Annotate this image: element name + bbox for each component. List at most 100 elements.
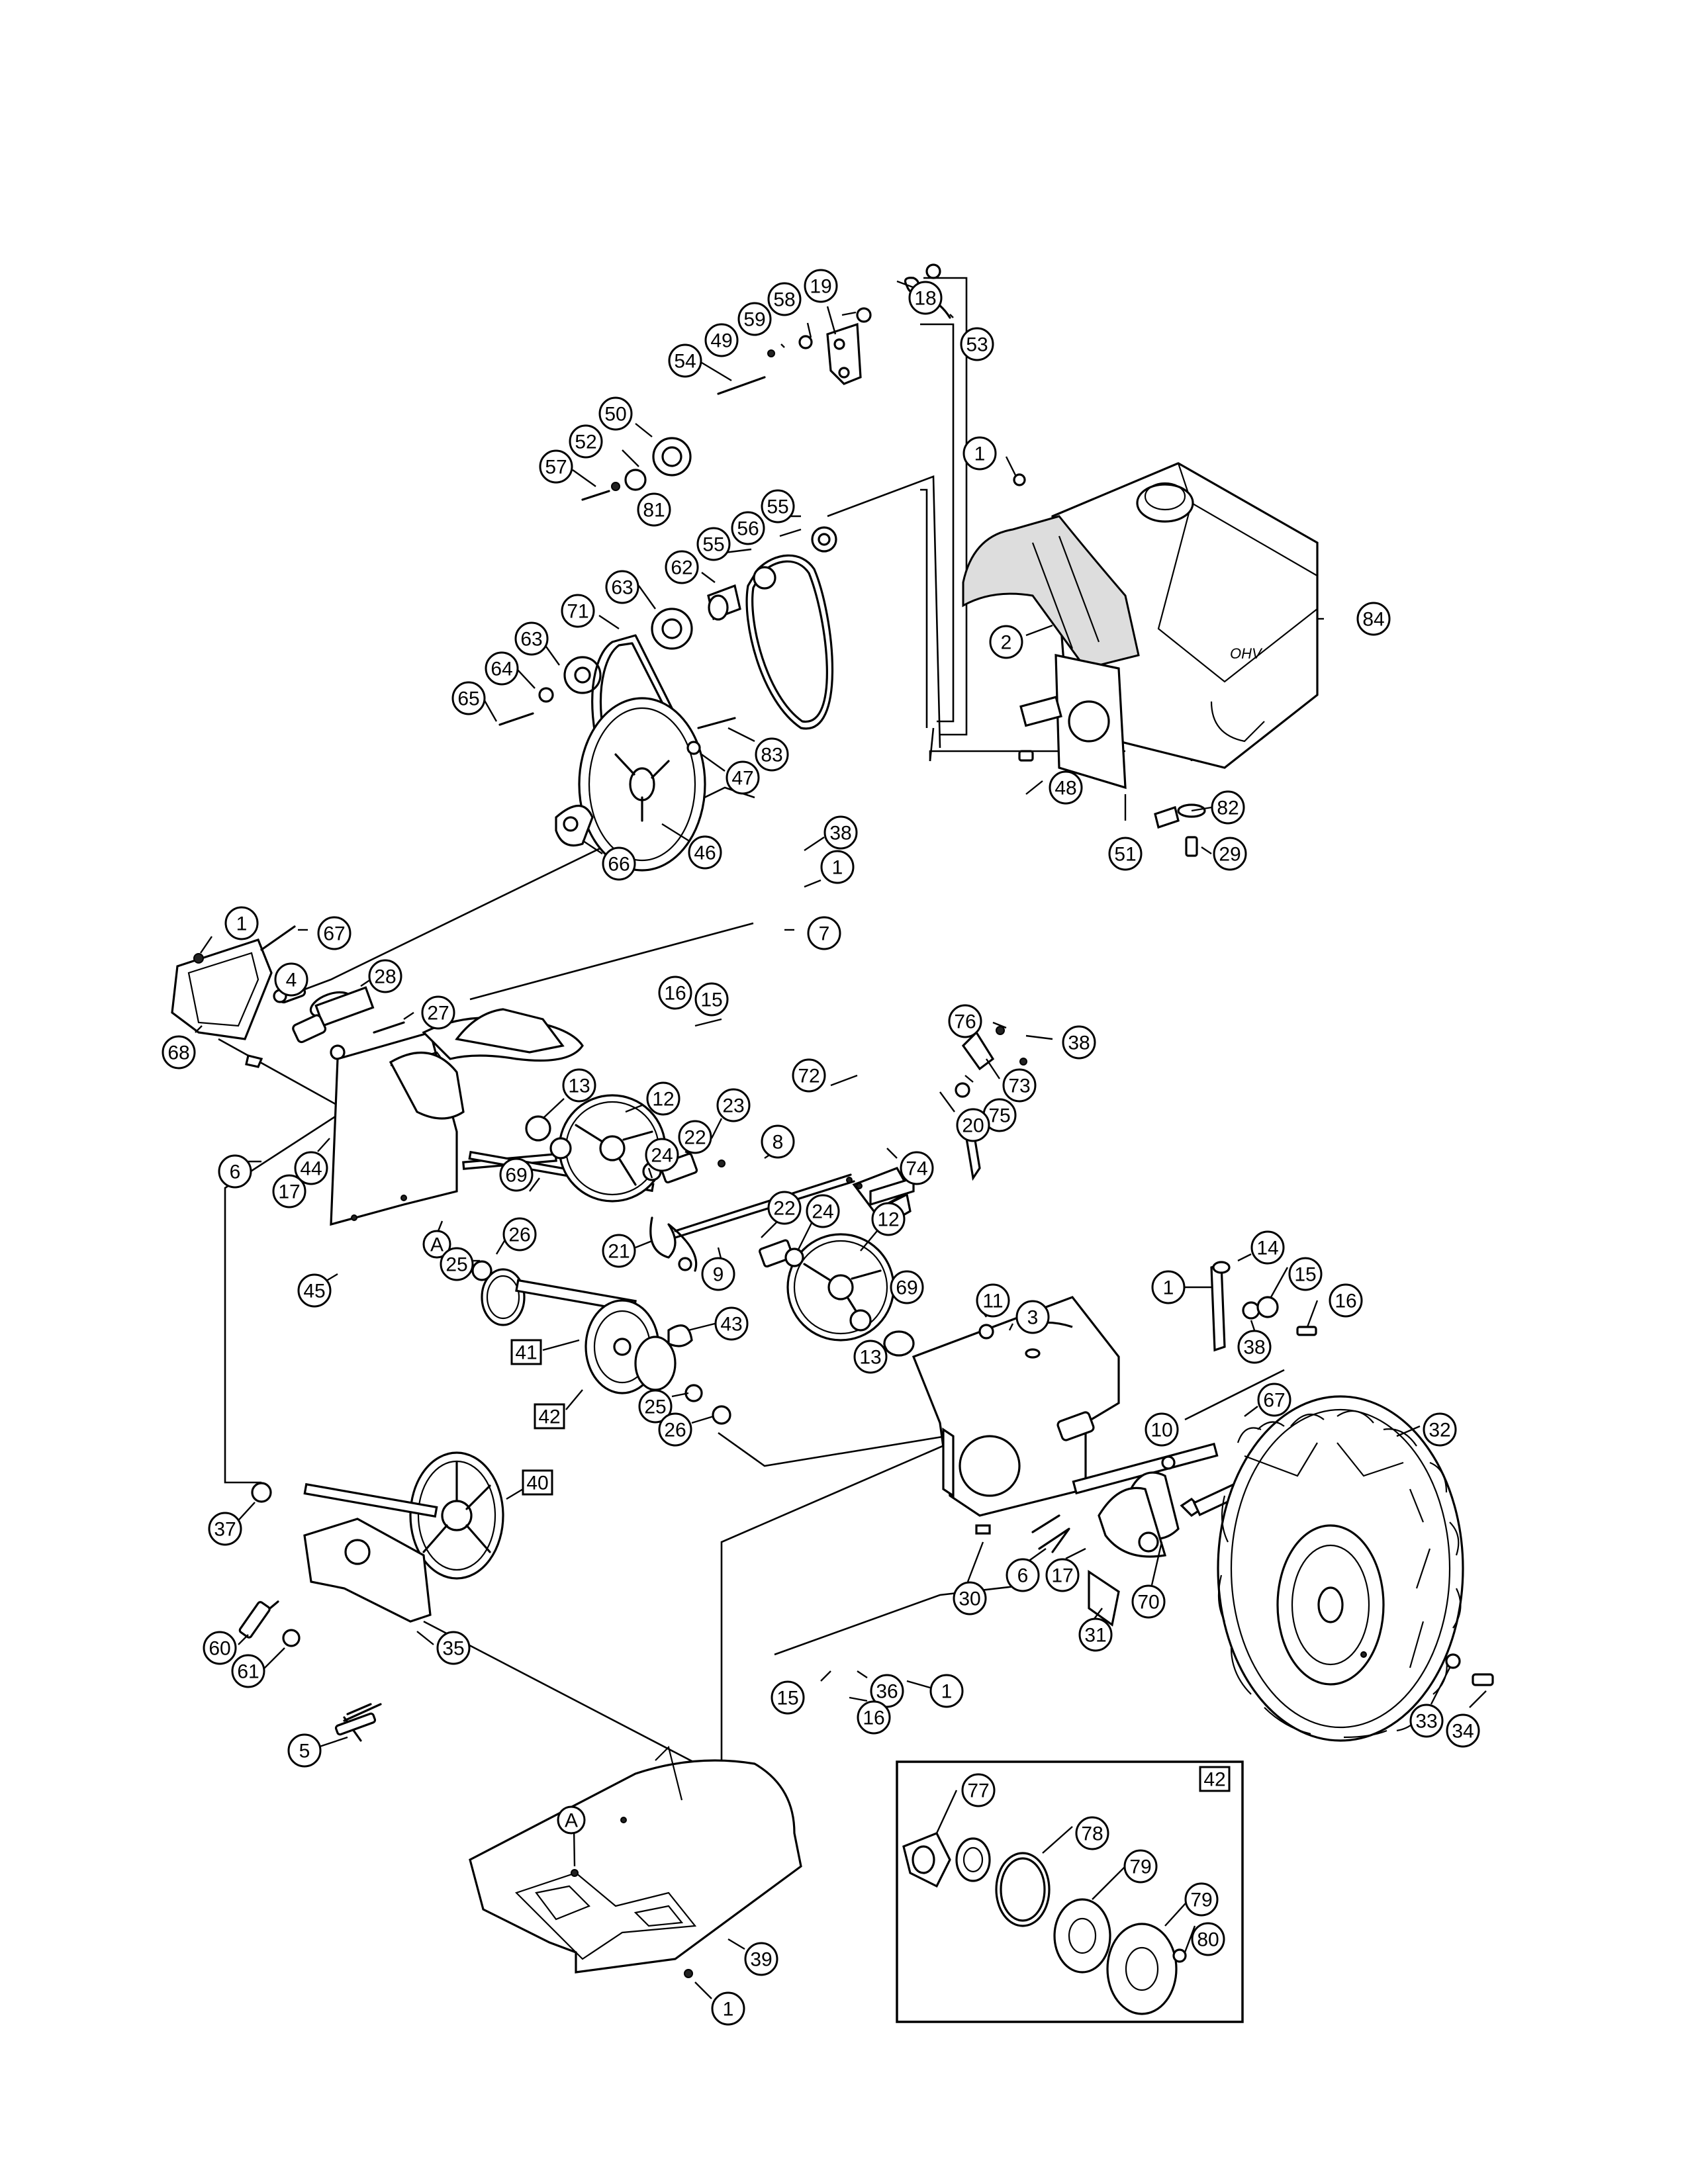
- callout-6: 6: [218, 1154, 252, 1189]
- svg-text:63: 63: [520, 629, 542, 651]
- callout-13: 13: [562, 1068, 596, 1103]
- callout-45: 45: [297, 1273, 332, 1308]
- svg-text:74: 74: [906, 1158, 927, 1180]
- svg-text:1: 1: [723, 1999, 734, 2021]
- svg-text:26: 26: [508, 1224, 530, 1246]
- callout-83: 83: [755, 737, 789, 772]
- svg-text:79: 79: [1129, 1856, 1151, 1878]
- svg-text:39: 39: [750, 1949, 772, 1971]
- callout-80: 80: [1191, 1922, 1225, 1956]
- callout-40-box: 40: [522, 1469, 553, 1496]
- svg-text:81: 81: [643, 500, 665, 522]
- svg-text:42: 42: [1203, 1769, 1225, 1791]
- shift-linkage-group: [846, 1026, 1317, 1352]
- callout-60: 60: [203, 1631, 237, 1665]
- svg-text:42: 42: [538, 1406, 560, 1428]
- svg-text:37: 37: [214, 1519, 236, 1541]
- svg-text:49: 49: [710, 330, 732, 352]
- svg-text:16: 16: [1335, 1291, 1356, 1312]
- svg-text:63: 63: [611, 577, 633, 599]
- callout-8: 8: [761, 1124, 795, 1159]
- callout-51: 51: [1108, 837, 1143, 871]
- svg-text:78: 78: [1081, 1823, 1103, 1845]
- svg-text:76: 76: [954, 1011, 976, 1033]
- svg-text:9: 9: [713, 1264, 724, 1286]
- svg-text:22: 22: [773, 1198, 795, 1220]
- svg-text:31: 31: [1084, 1625, 1106, 1647]
- callout-15: 15: [771, 1680, 805, 1715]
- callout-73: 73: [1002, 1068, 1037, 1103]
- inset-42: [896, 1760, 1244, 2023]
- callout-22: 22: [678, 1120, 712, 1154]
- callout-48: 48: [1049, 770, 1083, 805]
- callout-24: 24: [645, 1138, 679, 1172]
- callout-5: 5: [287, 1733, 322, 1768]
- callout-50: 50: [598, 396, 633, 431]
- callout-52: 52: [569, 424, 603, 459]
- callout-79: 79: [1184, 1882, 1219, 1917]
- svg-text:15: 15: [700, 989, 722, 1011]
- svg-text:41: 41: [515, 1342, 537, 1364]
- callout-18: 18: [908, 281, 943, 315]
- svg-text:24: 24: [651, 1145, 673, 1167]
- svg-text:67: 67: [1263, 1390, 1285, 1412]
- svg-text:57: 57: [545, 457, 567, 478]
- callout-21: 21: [602, 1234, 636, 1268]
- svg-text:34: 34: [1452, 1721, 1474, 1743]
- svg-text:1: 1: [832, 857, 843, 879]
- svg-text:14: 14: [1256, 1238, 1278, 1259]
- callout-62: 62: [665, 550, 699, 584]
- svg-text:58: 58: [773, 289, 795, 311]
- svg-text:A: A: [565, 1810, 578, 1832]
- callout-76: 76: [948, 1004, 982, 1038]
- svg-text:15: 15: [776, 1688, 798, 1709]
- svg-text:25: 25: [445, 1254, 467, 1276]
- inset-42-label: 42: [1199, 1766, 1231, 1792]
- callout-49: 49: [704, 323, 739, 357]
- callout-22: 22: [767, 1191, 802, 1225]
- callout-38: 38: [1237, 1330, 1272, 1364]
- svg-text:83: 83: [761, 745, 782, 766]
- svg-text:6: 6: [1017, 1565, 1029, 1587]
- callout-43: 43: [714, 1306, 749, 1341]
- svg-text:69: 69: [896, 1277, 917, 1299]
- callout-74: 74: [900, 1151, 934, 1185]
- svg-text:40: 40: [526, 1473, 548, 1494]
- callout-79: 79: [1123, 1849, 1158, 1884]
- callout-81: 81: [637, 492, 671, 527]
- svg-text:60: 60: [209, 1638, 230, 1660]
- gear-case-housing: [912, 1296, 1244, 1627]
- callout-12: 12: [871, 1202, 906, 1236]
- svg-text:59: 59: [743, 309, 765, 331]
- svg-text:16: 16: [664, 983, 686, 1005]
- callout-41-box: 41: [510, 1339, 542, 1365]
- callout-32: 32: [1423, 1412, 1457, 1447]
- callout-65: 65: [451, 681, 486, 715]
- callout-23: 23: [716, 1088, 751, 1122]
- svg-text:80: 80: [1197, 1929, 1219, 1951]
- callout-30: 30: [953, 1581, 987, 1615]
- callout-35: 35: [436, 1631, 471, 1665]
- svg-text:12: 12: [652, 1089, 674, 1111]
- callout-69: 69: [890, 1270, 924, 1304]
- svg-text:23: 23: [722, 1095, 744, 1117]
- svg-text:54: 54: [674, 351, 696, 373]
- svg-text:18: 18: [914, 288, 936, 310]
- callout-13: 13: [853, 1340, 888, 1374]
- callout-27: 27: [421, 995, 455, 1030]
- svg-text:48: 48: [1055, 778, 1076, 799]
- svg-text:46: 46: [694, 842, 716, 864]
- svg-text:51: 51: [1114, 844, 1136, 866]
- svg-text:52: 52: [575, 432, 596, 453]
- tire-assembly: [1217, 1395, 1494, 1742]
- callout-31: 31: [1078, 1617, 1113, 1652]
- callout-25: 25: [638, 1389, 673, 1424]
- callout-34: 34: [1446, 1713, 1480, 1748]
- svg-text:6: 6: [230, 1161, 241, 1183]
- callout-7: 7: [807, 916, 841, 950]
- svg-text:26: 26: [664, 1420, 686, 1441]
- bottom-cover: [469, 1745, 802, 1978]
- callout-11: 11: [976, 1283, 1010, 1318]
- svg-text:1: 1: [974, 443, 986, 465]
